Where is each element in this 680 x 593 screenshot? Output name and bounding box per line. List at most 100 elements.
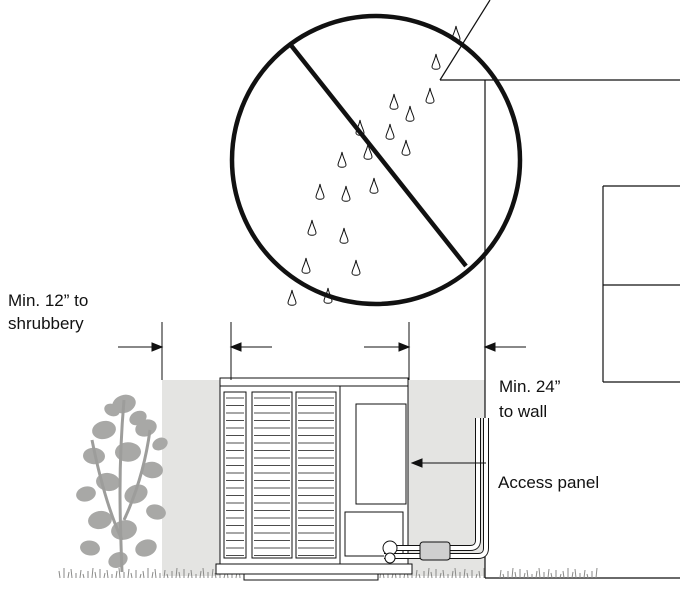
grass-blade [574, 568, 577, 579]
shrub-leaf [88, 510, 112, 530]
grass-blade [439, 572, 442, 579]
raindrops [287, 25, 461, 306]
grass-blade [535, 570, 538, 579]
coil-grille-right [295, 391, 337, 559]
service-valve-2 [384, 552, 396, 564]
grass-blade [583, 569, 586, 579]
filter-drier [419, 541, 451, 561]
grass-blade [190, 569, 193, 579]
grass-blade [595, 567, 598, 579]
grass-blade [91, 567, 94, 579]
wall-dim-arrowhead [483, 342, 496, 352]
shrub-leaf [141, 461, 163, 479]
raindrop [351, 259, 361, 276]
raindrop [425, 87, 435, 104]
grass-blade [586, 573, 589, 579]
unit-feet [243, 573, 379, 581]
grille-louvers [226, 397, 334, 556]
raindrop [341, 185, 351, 202]
shrub-leaf [115, 442, 141, 462]
shrub-leaf [111, 520, 137, 540]
grass-blade [550, 572, 553, 579]
raindrop [339, 227, 349, 244]
grass-blade [523, 572, 526, 579]
grass-blade [451, 570, 454, 579]
grass-blade [466, 572, 469, 579]
raindrop [369, 177, 379, 194]
grass-blade [475, 573, 478, 579]
grass-blade [547, 568, 550, 579]
grass-blade [430, 571, 433, 579]
grass-blade [130, 572, 133, 579]
grass-blade [103, 572, 106, 579]
grass-blade [478, 570, 481, 579]
grass-blade [538, 567, 541, 579]
raindrop [287, 289, 297, 306]
wall-clearance-label-line2: to wall [499, 402, 548, 421]
prohibition-slash [288, 42, 468, 268]
raindrop [431, 53, 441, 70]
raindrop [385, 123, 395, 140]
grass-blade [427, 567, 430, 579]
raindrop [389, 93, 399, 110]
grass-blade [151, 571, 154, 579]
no-rain-icon [229, 13, 523, 307]
unit-left-dim-arrowhead [229, 342, 242, 352]
grass-blade [418, 573, 421, 579]
grass-blade [526, 569, 529, 579]
unit-right-dim-arrowhead [398, 342, 411, 352]
grass-blade [154, 568, 157, 579]
grass-blade [199, 570, 202, 579]
grass-blade [178, 571, 181, 579]
grass-blade [67, 571, 70, 579]
shrub-leaf [146, 504, 166, 520]
grass-blade [106, 569, 109, 579]
prohibition-circle [229, 13, 523, 307]
grass-blade [115, 570, 118, 579]
shrub-dim-arrowhead [151, 342, 164, 352]
grass-blade [79, 569, 82, 579]
grass-blade [214, 572, 217, 579]
dimension-lines [118, 322, 526, 468]
shrub-icon [76, 394, 168, 573]
grass-blade [442, 569, 445, 579]
raindrop [405, 105, 415, 122]
grass-blade [499, 569, 502, 579]
grass-blade [142, 570, 145, 579]
service-valve-panel [344, 511, 404, 557]
raindrop [315, 183, 325, 200]
unit-base [215, 563, 413, 575]
grass-blade [511, 567, 514, 579]
raindrop [307, 219, 317, 236]
grass-blade [70, 568, 73, 579]
grass-blade [139, 573, 142, 579]
grass-blade [391, 573, 394, 579]
shrub-leaf [135, 539, 157, 557]
grass-blade [187, 572, 190, 579]
wall-clearance-label-line1: Min. 24” [499, 377, 561, 396]
grass-blade [166, 573, 169, 579]
grass-blade [127, 568, 130, 579]
raindrop [401, 139, 411, 156]
shrub-leaf [92, 420, 116, 440]
grass-blade [454, 567, 457, 579]
shrub-stems [90, 399, 152, 573]
raindrop [363, 143, 373, 160]
grass-blade [502, 573, 505, 579]
grass-blade [571, 571, 574, 579]
grass-blade [82, 573, 85, 579]
grass-blade [223, 573, 226, 579]
access-panel [355, 403, 407, 505]
grass-blade [163, 569, 166, 579]
raindrop [301, 257, 311, 274]
shrub-clearance-label-line2: shrubbery [8, 314, 84, 333]
shrub-leaf [152, 437, 168, 451]
grass-blade [415, 569, 418, 579]
grass-blade [562, 570, 565, 579]
grass-blade [514, 571, 517, 579]
grass-blade [463, 568, 466, 579]
access-panel-label: Access panel [498, 473, 600, 492]
shrub-leaf [108, 552, 128, 568]
